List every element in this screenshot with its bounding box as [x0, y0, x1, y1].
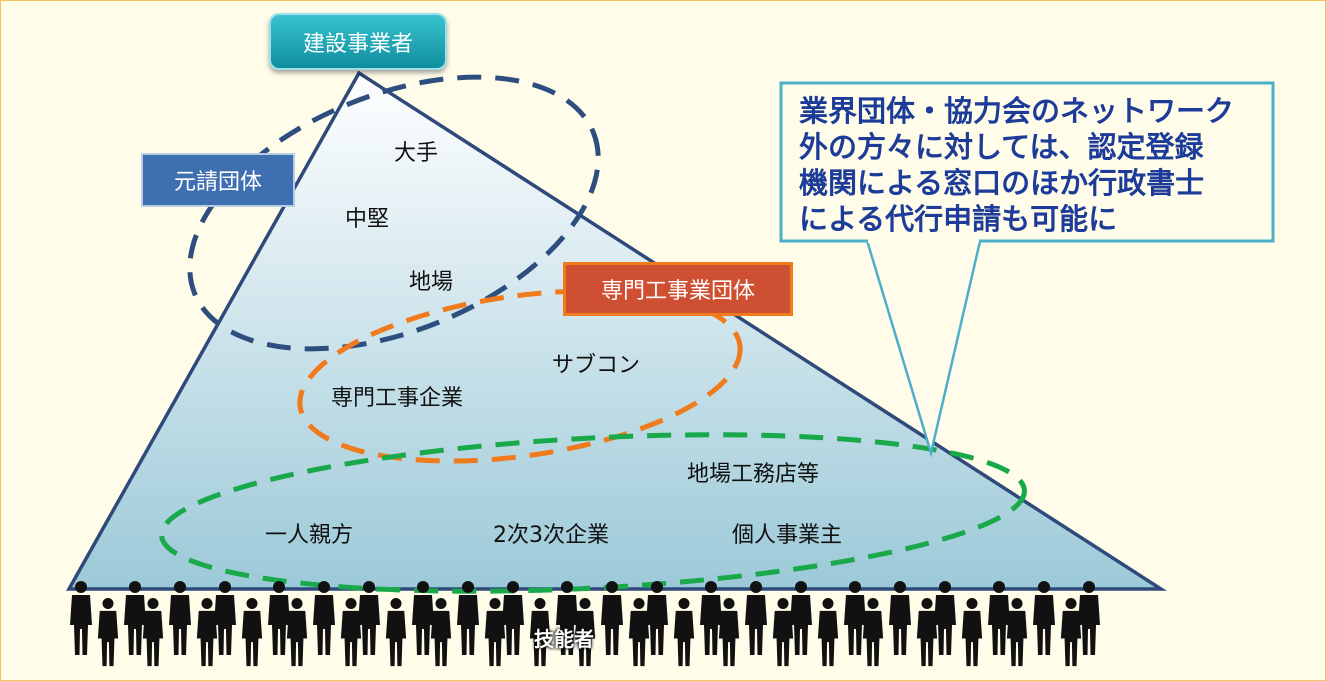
worker-silhouette	[934, 581, 956, 655]
worker-silhouette	[484, 598, 506, 667]
label-major-companies: 大手	[394, 141, 439, 166]
worker-silhouette	[1078, 581, 1100, 655]
label-subcontractors: サブコン	[552, 353, 641, 378]
worker-silhouette	[241, 598, 263, 667]
worker-silhouette	[529, 598, 551, 667]
label-tier2-tier3-companies: 2次3次企業	[493, 523, 609, 548]
label-sole-proprietor-craftsman: 一人親方	[265, 523, 354, 548]
worker-silhouette	[430, 598, 452, 667]
callout-box	[779, 81, 1275, 243]
label-local-companies: 地場	[409, 270, 454, 295]
worker-silhouette	[457, 581, 479, 655]
worker-silhouette	[358, 581, 380, 655]
worker-silhouette	[628, 598, 650, 667]
label-local-builders: 地場工務店等	[687, 462, 820, 487]
prime-contractor-association-box: 元請団体	[141, 153, 295, 207]
worker-silhouette	[916, 598, 938, 667]
worker-silhouette	[988, 581, 1010, 655]
worker-silhouette	[673, 598, 695, 667]
worker-silhouette	[1033, 581, 1055, 655]
callout-box-joint-cover	[868, 238, 979, 243]
worker-silhouette	[214, 581, 236, 655]
worker-silhouette	[97, 598, 119, 667]
label-individual-business-owners: 個人事業主	[732, 523, 843, 548]
specialty-contractor-association-box: 専門工事業団体	[563, 262, 793, 316]
worker-silhouette	[1060, 598, 1082, 667]
worker-silhouette	[412, 581, 434, 655]
worker-silhouette	[169, 581, 191, 655]
worker-silhouette	[142, 598, 164, 667]
worker-silhouette	[889, 581, 911, 655]
worker-silhouette	[817, 598, 839, 667]
label-mid-size-companies: 中堅	[345, 207, 390, 232]
worker-silhouette	[772, 598, 794, 667]
worker-silhouette	[961, 598, 983, 667]
label-specialty-companies: 専門工事企業	[331, 386, 464, 411]
worker-silhouette	[556, 581, 578, 655]
worker-silhouette	[646, 581, 668, 655]
worker-silhouette	[502, 581, 524, 655]
callout-text: 業界団体・協力会のネットワーク 外の方々に対しては、認定登録 機関による窓口のほ…	[799, 94, 1235, 236]
worker-silhouette	[340, 598, 362, 667]
worker-silhouette	[286, 598, 308, 667]
worker-silhouette	[313, 581, 335, 655]
worker-silhouette	[844, 581, 866, 655]
worker-silhouette	[385, 598, 407, 667]
worker-silhouette	[718, 598, 740, 667]
worker-silhouette	[790, 581, 812, 655]
specialty-group-ellipse	[297, 288, 743, 464]
construction-business-operator-box: 建設事業者	[269, 13, 447, 70]
skilled-workers-label: 技能者	[534, 627, 594, 651]
worker-silhouette	[700, 581, 722, 655]
worker-silhouette	[70, 581, 92, 655]
local-business-group-ellipse	[159, 432, 1027, 594]
worker-silhouette	[268, 581, 290, 655]
prime-contractor-group-ellipse	[187, 74, 601, 352]
worker-silhouette	[574, 598, 596, 667]
skilled-workers-crowd	[70, 581, 1100, 667]
worker-silhouette	[862, 598, 884, 667]
worker-silhouette	[601, 581, 623, 655]
worker-silhouette	[124, 581, 146, 655]
worker-silhouette	[745, 581, 767, 655]
worker-silhouette	[196, 598, 218, 667]
worker-silhouette	[1006, 598, 1028, 667]
